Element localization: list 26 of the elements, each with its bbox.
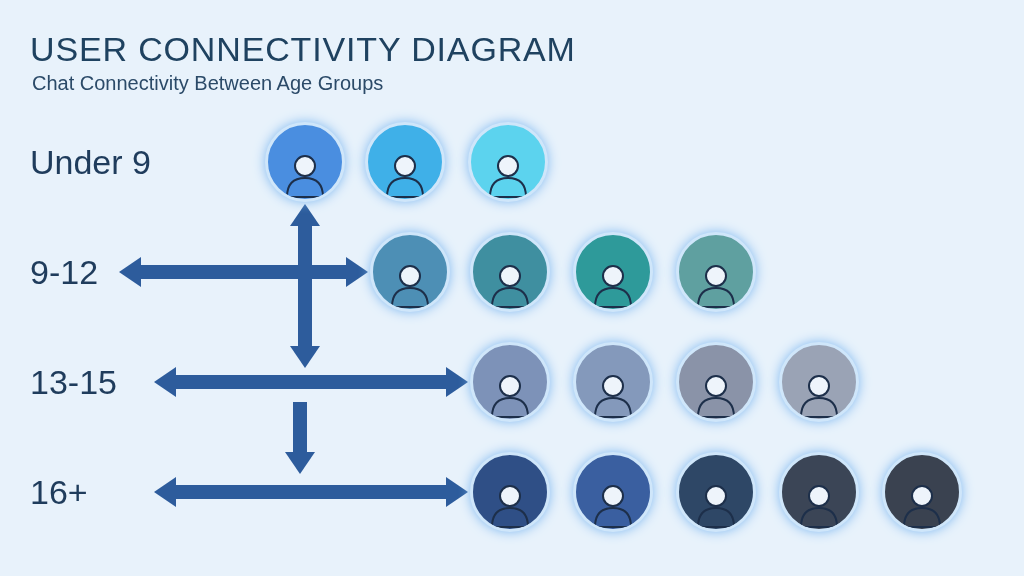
double-arrow [290, 204, 320, 368]
subtitle: Chat Connectivity Between Age Groups [32, 71, 384, 96]
double-arrow [154, 367, 468, 397]
person-avatar [676, 452, 756, 532]
person-avatar [573, 232, 653, 312]
age-group-label: 9-12 [30, 250, 115, 294]
age-group-label: Under 9 [30, 140, 200, 184]
person-avatar [676, 342, 756, 422]
double-arrow [154, 477, 468, 507]
person-avatar [265, 122, 345, 202]
person-avatar [365, 122, 445, 202]
person-avatar [779, 452, 859, 532]
person-avatar [779, 342, 859, 422]
person-avatar [573, 452, 653, 532]
person-avatar [573, 342, 653, 422]
age-group-label: 13-15 [30, 360, 150, 404]
person-avatar [676, 232, 756, 312]
diagram-title: USER CONNECTIVITY DIAGRAM [30, 29, 576, 70]
person-avatar [470, 452, 550, 532]
person-avatar [470, 342, 550, 422]
person-avatar [468, 122, 548, 202]
person-avatar [882, 452, 962, 532]
age-group-label: 16+ [30, 470, 150, 514]
person-avatar [370, 232, 450, 312]
double-arrow [119, 257, 368, 287]
person-avatar [470, 232, 550, 312]
